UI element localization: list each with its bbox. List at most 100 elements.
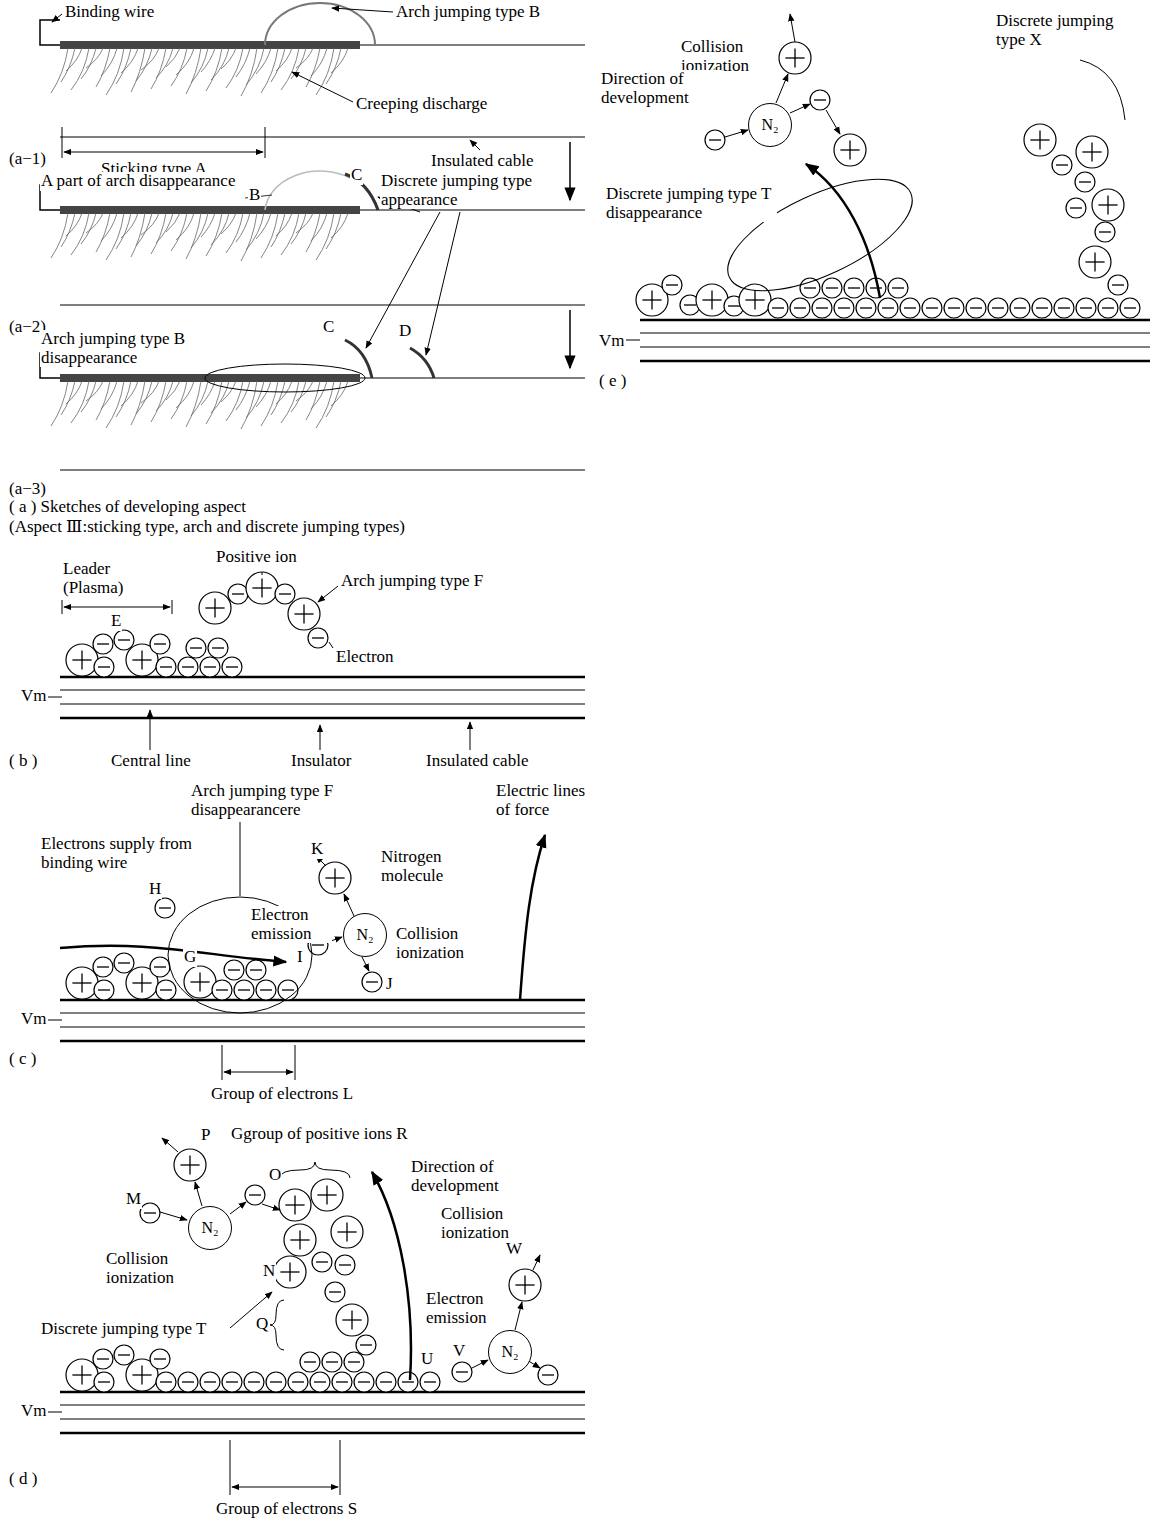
ion-circle [156,980,176,1000]
cable-outline [640,319,1150,322]
positive-ion [66,644,98,676]
arch-fading [265,171,350,210]
electron [312,1252,332,1272]
creeping-fringe [116,381,131,417]
ion-sign [160,666,172,667]
leader-line [426,212,460,355]
label: Q [255,1315,269,1334]
leader-line [320,725,321,750]
ion-sign [261,578,262,597]
electron [1066,198,1086,218]
electron [178,657,198,677]
creeping-fringe [221,48,236,69]
ion-circle [844,278,864,298]
creeping-fringe [166,213,180,232]
creeping-fringe [191,213,208,248]
electron [844,278,864,298]
creeping-fringe [171,213,187,251]
label: Electric lines of force [495,782,587,819]
ion-circle [322,1352,342,1372]
label: H [148,880,162,899]
ion-circle [114,1345,134,1365]
electron [790,298,810,318]
leader-line [262,572,263,575]
label: Discrete jumping type T [40,1320,207,1339]
electron [376,1372,396,1392]
collision-arrow [344,894,354,916]
collision-arrow [160,1212,187,1220]
ion-sign [351,1310,352,1329]
ion-circle [1120,298,1140,318]
ion-sign [366,981,378,982]
ion-circle [246,960,266,980]
ion-sign [97,643,109,644]
electron [966,298,986,318]
ion-sign [1107,195,1108,214]
ion-circle [1054,298,1074,318]
ion-sign [98,666,110,667]
electron [398,1372,418,1392]
ion-sign [1080,307,1092,308]
ion-sign [542,1374,554,1375]
molecule-label: N₂ [356,926,373,944]
creeping-fringe [116,213,131,249]
ion-circle [325,1282,345,1302]
ion-sign [1094,252,1095,271]
positive-ion [336,1304,368,1336]
label: N [262,1262,276,1281]
leader-line [240,822,241,896]
ion-circle [150,1349,170,1369]
creeping-fringe [186,48,201,94]
electron [988,298,1008,318]
creeping-fringe [66,48,82,71]
ion-sign [260,989,272,990]
electron [310,1372,330,1392]
ion-sign [154,1358,166,1359]
creeping-fringe [331,48,348,73]
ion-circle [1066,198,1086,218]
creeping-fringe [166,381,180,400]
electron [222,1372,242,1392]
creeping-fringe [61,213,75,247]
electron [812,298,832,318]
label: D [398,322,412,341]
electron [155,898,175,918]
ion-sign [904,307,916,308]
ion-sign [81,650,82,669]
electron [288,1372,308,1392]
positive-ion [311,1179,343,1211]
ion-sign [970,307,982,308]
creeping-fringe [176,48,194,75]
ion-circle [156,657,176,677]
ion-sign [948,307,960,308]
ion-sign [456,1371,468,1372]
electron [1054,298,1074,318]
creeping-fringe [326,213,341,249]
ion-sign [711,290,712,309]
ion-sign [816,307,828,308]
vm-pointer [48,1020,62,1021]
creeping-fringe [191,48,208,83]
ion-circle [178,1372,198,1392]
label: Arch jumping type F [340,572,484,591]
bracket [270,1300,284,1350]
positive-ion [331,1216,363,1248]
electron [186,638,206,658]
ion-circle [944,298,964,318]
electron [800,278,820,298]
label: Electron [335,648,395,667]
label: K [310,840,324,859]
ion-sign [294,1195,295,1214]
ion-sign [189,1155,190,1174]
creeping-fringe [241,213,257,261]
ion-sign [154,966,166,967]
creeping-fringe [201,213,215,237]
ion-sign [684,304,696,305]
ion-sign [754,290,755,309]
ion-sign [992,307,1004,308]
ion-sign [848,287,860,288]
ion-circle [1076,298,1096,318]
molecule-label: N₂ [501,1343,518,1361]
electron [150,1349,170,1369]
electron [140,1203,160,1223]
